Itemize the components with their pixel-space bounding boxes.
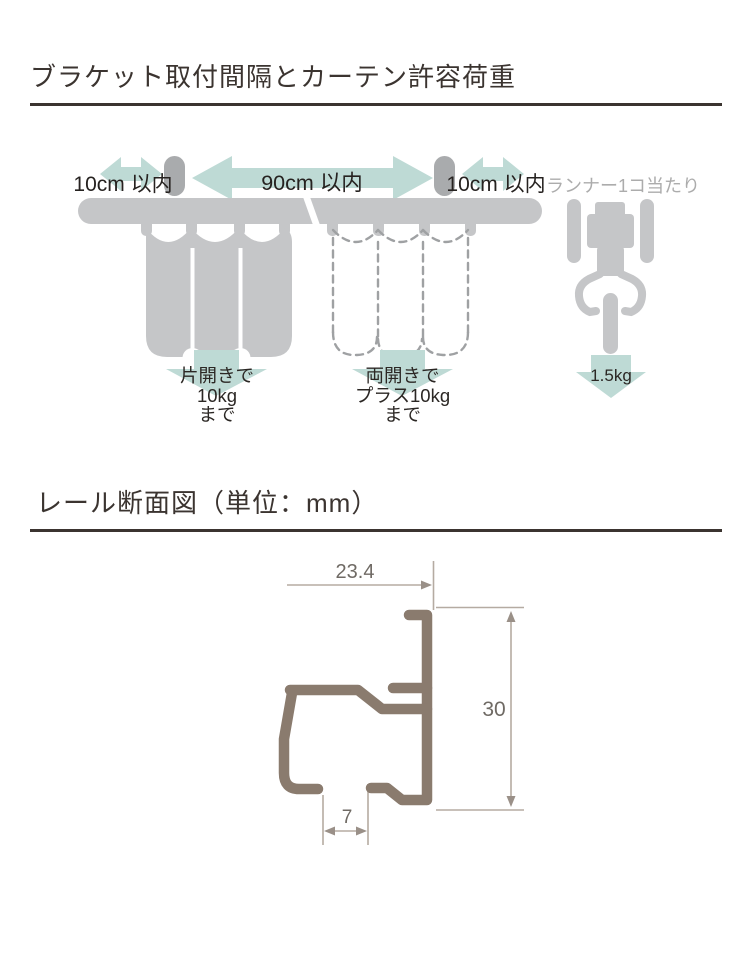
dimension-width-label: 23.4 xyxy=(335,561,375,583)
single-open-line-3: まで xyxy=(198,404,236,425)
dimension-lines xyxy=(287,561,524,845)
spacing-arrows xyxy=(100,156,524,200)
single-open-label: 片開きで 10kg まで xyxy=(166,366,268,425)
double-open-line-3: まで xyxy=(383,404,421,425)
single-open-down-arrow-icon xyxy=(166,350,267,396)
spacing-label-right: 10cm 以内 xyxy=(446,173,546,196)
section-bracket-rule xyxy=(30,103,722,106)
center-double-arrow-icon xyxy=(192,156,433,200)
spacing-label-left: 10cm 以内 xyxy=(73,173,173,196)
double-open-line-2: プラス10kg xyxy=(354,384,451,406)
right-double-arrow-icon xyxy=(462,157,524,191)
left-double-arrow-icon xyxy=(100,157,162,191)
bracket-left-icon xyxy=(164,156,185,196)
dimension-arrowheads xyxy=(324,580,516,836)
single-open-line-1: 片開きで xyxy=(179,365,254,386)
dashed-curtain-icon xyxy=(331,228,470,359)
runner-caption: ランナー1コ当たり xyxy=(546,176,701,196)
rail-profile-outline xyxy=(278,609,433,806)
double-open-label: 両開きで プラス10kg まで xyxy=(351,366,454,425)
solid-curtain-icon xyxy=(146,228,292,368)
single-open-line-2: 10kg xyxy=(196,384,238,406)
rail-break-mark xyxy=(303,197,320,225)
section-rail-rule xyxy=(30,529,722,532)
bracket-right-icon xyxy=(434,156,455,196)
load-arrows xyxy=(166,350,646,398)
rail-cross-section-diagram xyxy=(278,561,524,845)
section-rail-title: レール断面図（単位：mm） xyxy=(36,488,379,518)
dimension-slot-label: 7 xyxy=(341,807,353,828)
double-open-line-1: 両開きで xyxy=(365,365,440,386)
runner-load-down-arrow-icon xyxy=(576,355,646,398)
spacing-label-center: 90cm 以内 xyxy=(261,171,363,195)
runner-load-label: 1.5kg xyxy=(590,366,632,385)
runner-icon xyxy=(567,199,654,354)
dimension-height-label: 30 xyxy=(482,698,506,721)
section-bracket-title: ブラケット取付間隔とカーテン許容荷重 xyxy=(30,62,517,92)
brackets xyxy=(164,156,455,196)
double-open-down-arrow-icon xyxy=(352,350,453,396)
bracket-spacing-diagram xyxy=(78,156,654,398)
